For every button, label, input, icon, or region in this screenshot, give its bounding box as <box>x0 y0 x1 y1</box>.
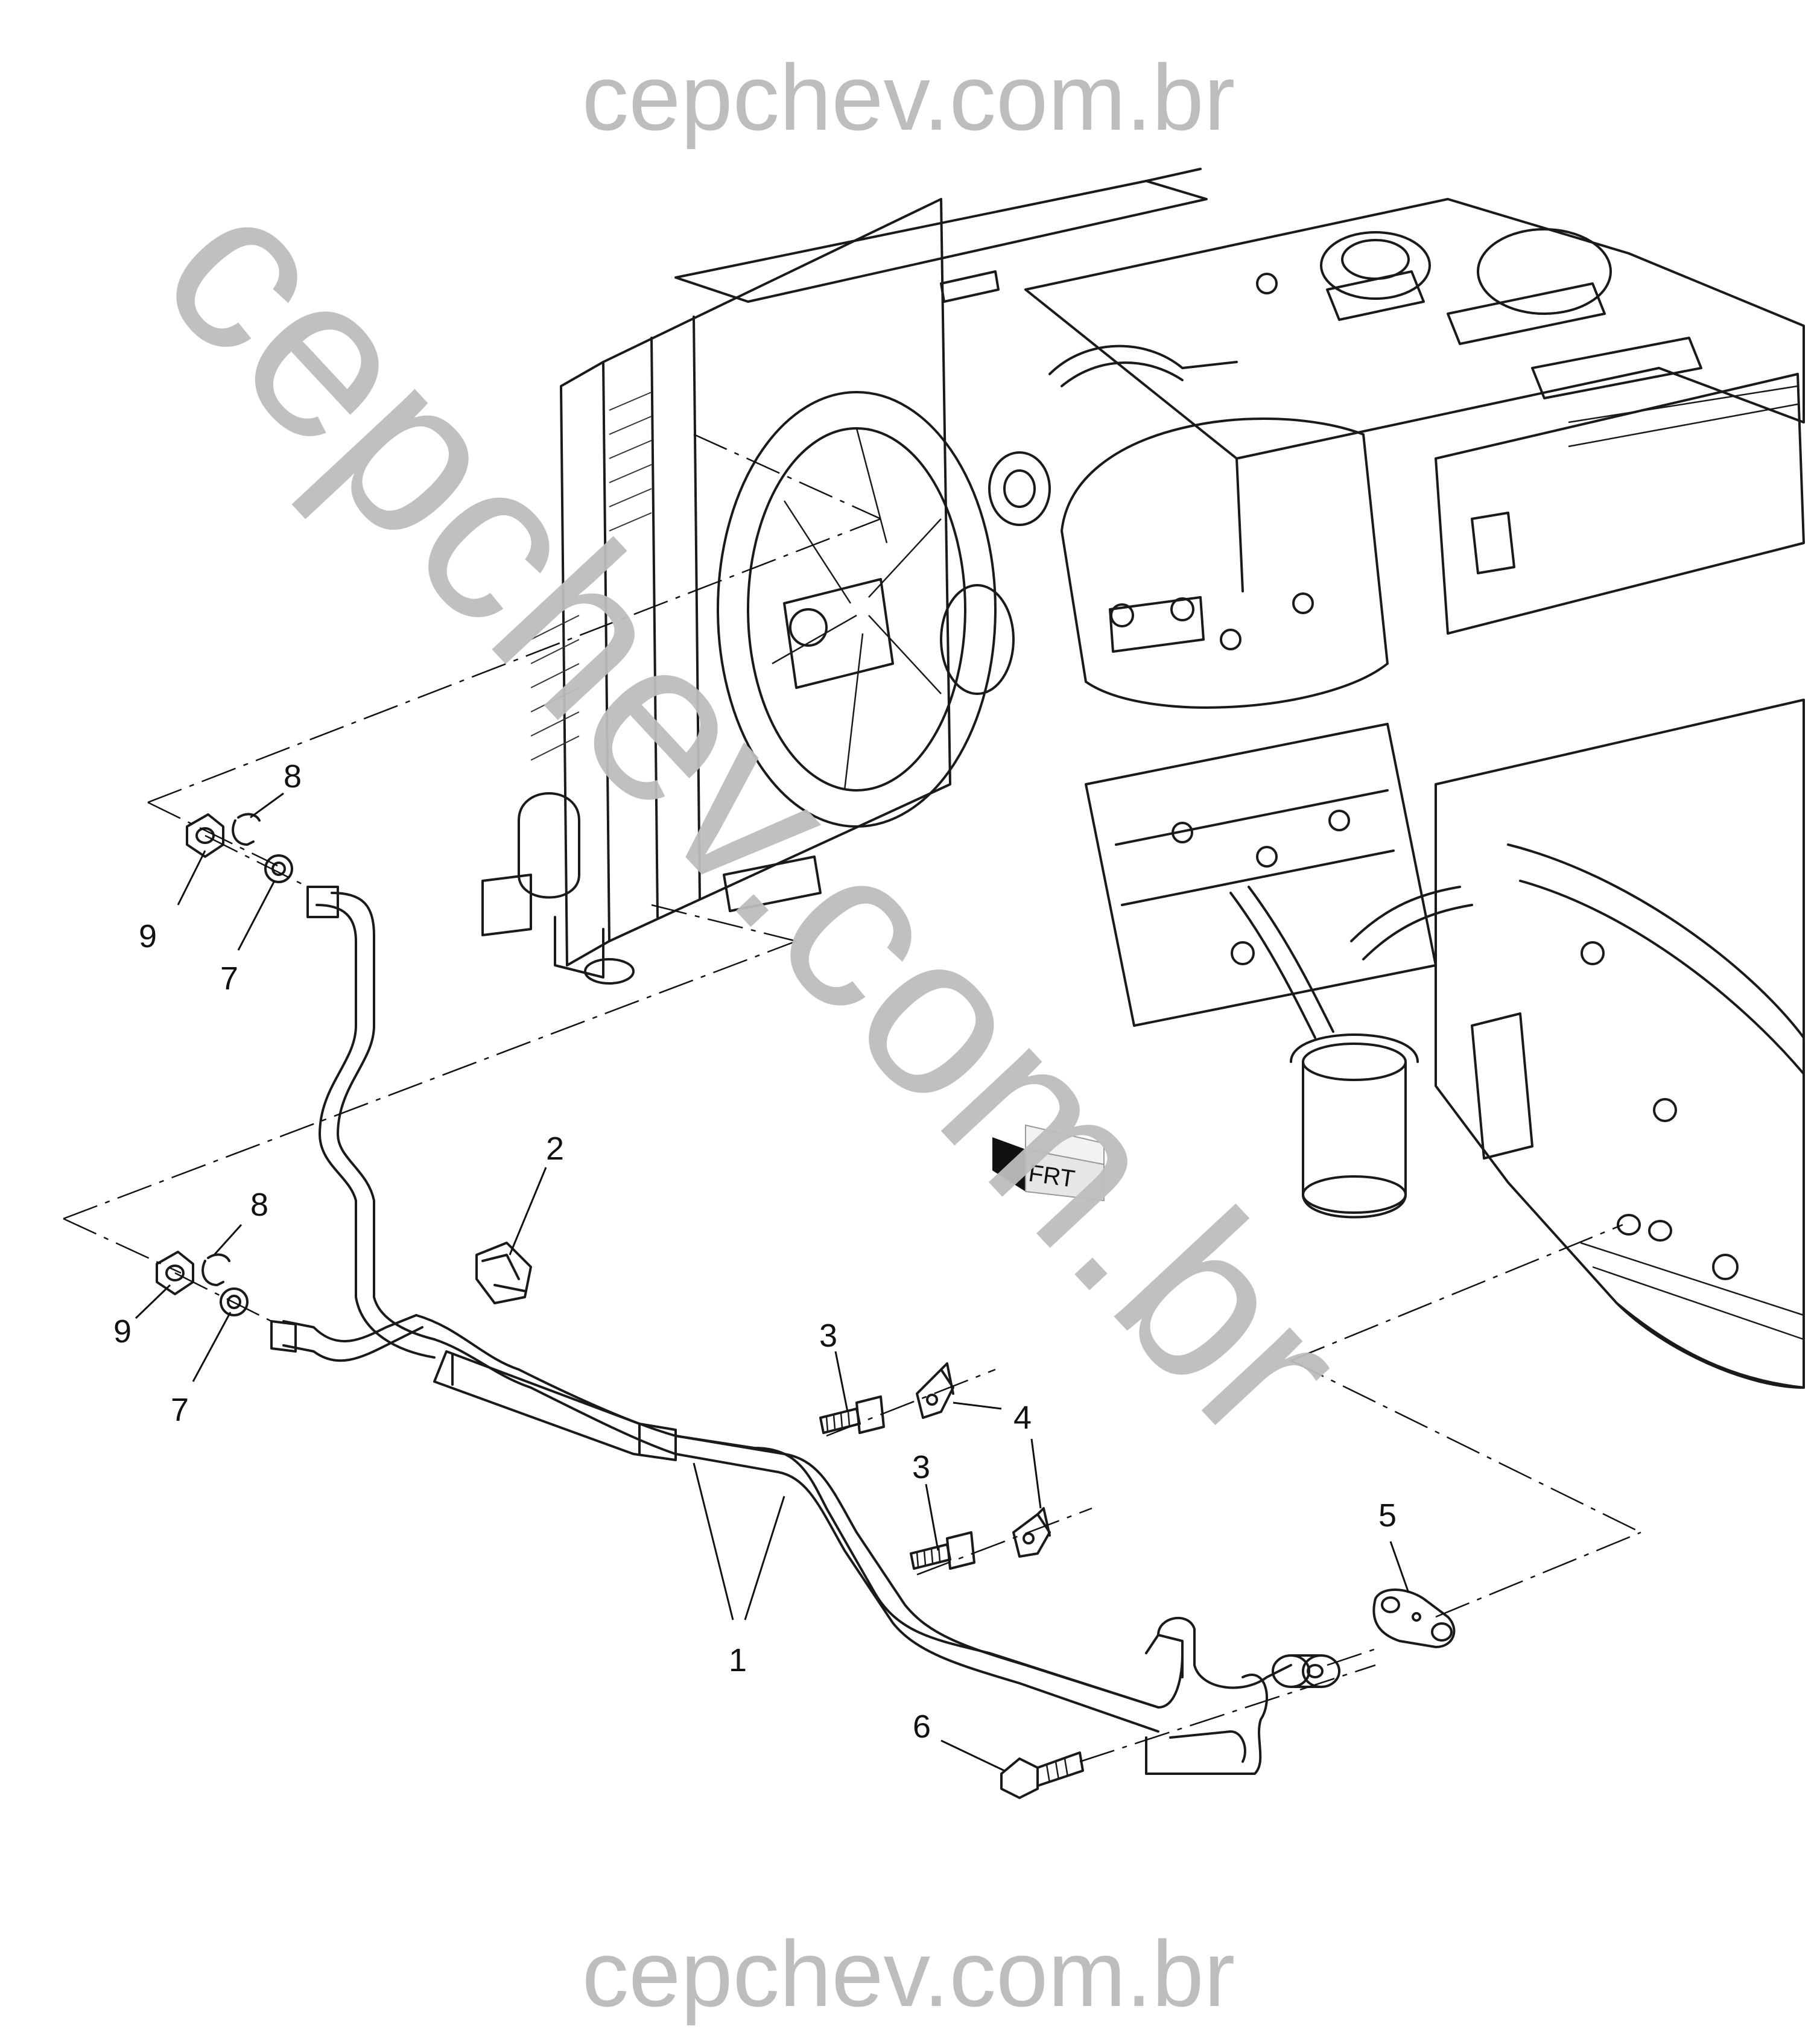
watermark-bottom: cepchev.com.br <box>582 1922 1235 2026</box>
callout-7-lower: 7 <box>171 1392 189 1428</box>
callout-1: 1 <box>729 1642 747 1678</box>
watermark-diagonal: cepchev.com.br <box>114 142 1394 1488</box>
fitting-bolt-part <box>1000 1751 1084 1799</box>
direction-label: FRT <box>1027 1160 1076 1193</box>
callout-8-upper: 8 <box>284 758 302 795</box>
callout-9-upper: 9 <box>139 918 157 954</box>
retainer-upper-part <box>232 813 261 846</box>
bolt-upper-part <box>819 1395 885 1434</box>
retainer-lower-part <box>201 1253 230 1286</box>
transmission <box>1435 699 1805 1389</box>
callout-8-lower: 8 <box>250 1187 268 1223</box>
leader-lines <box>135 792 1410 1772</box>
callout-5: 5 <box>1378 1497 1397 1534</box>
engine-block <box>940 198 1805 1219</box>
alignment-lines <box>63 433 1641 1763</box>
callout-3-lower: 3 <box>912 1449 930 1485</box>
radiator-fan-module <box>481 168 1208 985</box>
callout-7-upper: 7 <box>220 960 238 997</box>
bolt-lower-part <box>910 1531 975 1570</box>
seal-washer-part <box>1372 1589 1456 1648</box>
clip-upper-part <box>916 1362 954 1419</box>
callout-2: 2 <box>546 1131 564 1167</box>
callout-6: 6 <box>913 1709 931 1745</box>
callout-4: 4 <box>1013 1400 1032 1436</box>
callout-labels: 1 2 3 3 4 5 6 7 7 8 8 9 9 <box>113 758 1397 1745</box>
front-arrow-icon: FRT <box>992 1124 1105 1202</box>
callout-9-lower: 9 <box>113 1313 132 1350</box>
clip-lower-part <box>1012 1507 1051 1558</box>
seal-upper-part <box>264 854 293 883</box>
bracket-part <box>475 1242 532 1304</box>
seal-lower-part <box>220 1287 249 1316</box>
watermark-top: cepchev.com.br <box>582 45 1235 150</box>
callout-3-upper: 3 <box>819 1318 837 1354</box>
oil-cooler-tube-assembly <box>270 886 1340 1775</box>
